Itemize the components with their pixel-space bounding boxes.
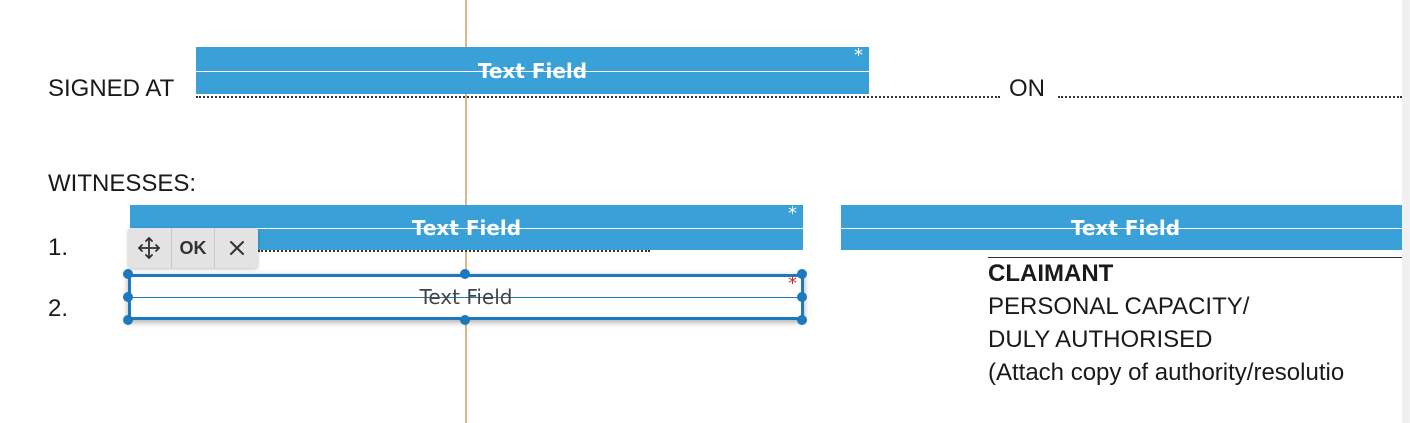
field-strike-line — [196, 70, 869, 72]
witness-1-text-field[interactable]: Text Field * — [130, 203, 803, 250]
page-edge-scrollbar[interactable] — [1402, 0, 1410, 423]
resize-handle-bottom[interactable] — [460, 315, 470, 325]
required-asterisk: * — [788, 203, 797, 224]
resize-handle-top[interactable] — [460, 269, 470, 279]
move-button[interactable] — [128, 228, 171, 268]
resize-handle-left[interactable] — [123, 292, 133, 302]
claimant-heading: CLAIMANT — [988, 260, 1114, 287]
field-strike-line — [130, 227, 803, 229]
field-strike-line — [841, 227, 1410, 229]
resize-handle-top-left[interactable] — [123, 269, 133, 279]
witness-1-number: 1. — [48, 234, 69, 261]
claimant-signature-line — [988, 257, 1410, 258]
field-label: Text Field — [477, 58, 588, 83]
ok-button[interactable]: OK — [170, 228, 215, 268]
close-icon — [229, 241, 244, 255]
signed-at-text-field[interactable]: Text Field * — [196, 45, 869, 94]
move-icon — [138, 237, 161, 259]
capacity-line-2: DULY AUTHORISED — [988, 326, 1213, 353]
resize-handle-bottom-left[interactable] — [123, 315, 133, 325]
field-label: Text Field — [411, 215, 522, 240]
field-edit-toolbar: OK — [128, 228, 258, 268]
resize-handle-top-right[interactable] — [797, 269, 807, 279]
on-dotted-line — [1058, 96, 1402, 98]
attach-note: (Attach copy of authority/resolutio — [988, 361, 1345, 385]
witnesses-label: WITNESSES: — [48, 170, 197, 197]
close-button[interactable] — [214, 228, 258, 268]
required-asterisk: * — [854, 45, 863, 66]
field-label: Text Field — [419, 285, 513, 309]
witness-1-dotted-line — [258, 250, 650, 252]
required-asterisk: * — [788, 273, 797, 294]
resize-handle-bottom-right[interactable] — [797, 315, 807, 325]
capacity-line-1: PERSONAL CAPACITY/ — [988, 293, 1250, 320]
signed-at-dotted-line — [196, 96, 1000, 98]
claimant-text-field[interactable]: Text Field — [841, 205, 1410, 250]
field-label: Text Field — [1070, 215, 1181, 240]
field-strike-line — [131, 297, 801, 298]
resize-handle-right[interactable] — [797, 292, 807, 302]
on-label: ON — [1009, 75, 1045, 102]
witness-2-text-field-selected[interactable]: Text Field * — [128, 273, 804, 320]
witness-2-number: 2. — [48, 295, 69, 322]
signed-at-label: SIGNED AT — [48, 75, 175, 102]
